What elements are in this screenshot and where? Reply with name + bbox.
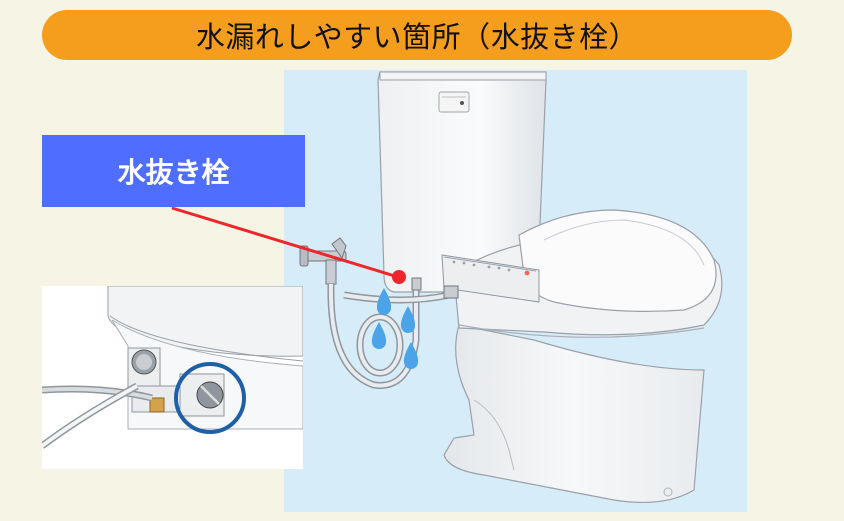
toilet-illustration-panel: [284, 70, 747, 512]
water-drop-icon: [371, 288, 419, 369]
drain-plug-callout: 水抜き栓: [42, 135, 305, 207]
toilet-illustration: [299, 71, 723, 504]
drain-plug-inset: [42, 286, 303, 469]
highlight-circle: [174, 362, 246, 434]
title-banner: 水漏れしやすい箇所（水抜き栓）: [42, 10, 792, 60]
braided-hose: [327, 283, 450, 389]
page-title: 水漏れしやすい箇所（水抜き栓）: [195, 20, 639, 54]
drain-plug-closeup: [42, 286, 303, 449]
supply-valve: [299, 237, 347, 285]
control-panel: [443, 256, 537, 272]
callout-label: 水抜き栓: [117, 156, 230, 189]
